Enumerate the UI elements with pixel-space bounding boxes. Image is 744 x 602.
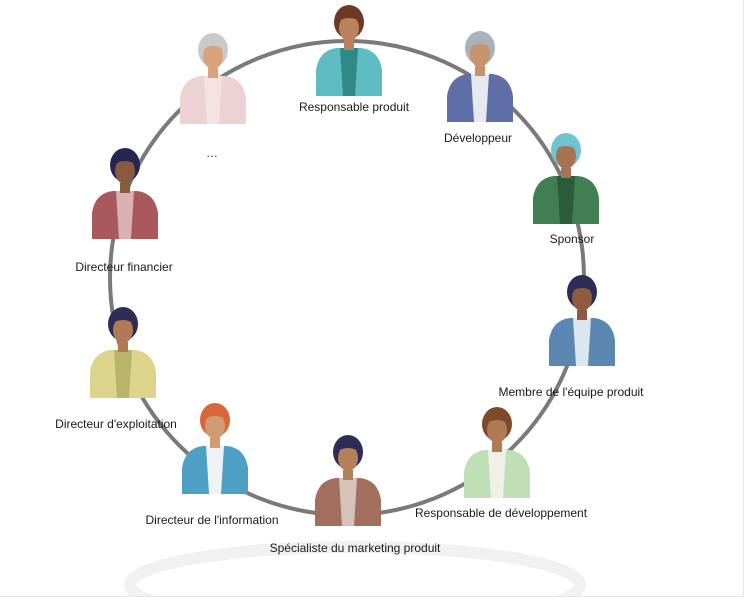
person-hair-top	[337, 12, 361, 22]
person-face	[115, 158, 135, 184]
person-collar	[573, 318, 591, 366]
person-neck	[120, 183, 130, 193]
label-responsable-developpement: Responsable de développement	[414, 506, 588, 520]
person-membre-equipe-produit	[549, 275, 615, 366]
person-specialiste-marketing	[315, 435, 381, 526]
label-directeur-financier: Directeur financier	[75, 260, 173, 274]
person-hair-top	[554, 140, 578, 150]
person-responsable-developpement	[464, 407, 530, 498]
person-directeur-exploitation	[90, 307, 156, 398]
person-neck	[343, 470, 353, 480]
person-neck	[208, 68, 218, 78]
person-collar	[114, 350, 132, 398]
label-autre: …	[206, 146, 218, 160]
label-specialiste-marketing: Spécialiste du marketing produit	[269, 541, 441, 555]
person-face	[339, 15, 359, 41]
person-neck	[475, 66, 485, 76]
person-hair-top	[113, 155, 137, 165]
person-collar	[206, 446, 224, 494]
person-hair-top	[336, 442, 360, 452]
person-collar	[557, 176, 575, 224]
person-directeur-information	[182, 403, 248, 494]
person-sponsor	[533, 133, 599, 224]
person-neck	[118, 342, 128, 352]
person-face	[203, 43, 223, 69]
label-sponsor: Sponsor	[549, 232, 595, 246]
label-directeur-exploitation: Directeur d'exploitation	[55, 417, 177, 431]
person-collar	[340, 48, 358, 96]
label-responsable-produit: Responsable produit	[298, 100, 410, 114]
person-face	[113, 317, 133, 343]
person-face	[487, 417, 507, 443]
floor-shadow	[124, 541, 586, 602]
person-hair-top	[201, 40, 225, 50]
label-directeur-information: Directeur de l'information	[145, 513, 279, 527]
person-face	[470, 41, 490, 67]
person-hair-top	[485, 414, 509, 424]
person-hair-top	[468, 38, 492, 48]
people-layer	[90, 5, 615, 526]
person-hair-top	[203, 410, 227, 420]
person-collar	[339, 478, 357, 526]
label-membre-equipe-produit: Membre de l'équipe produit	[498, 385, 644, 399]
person-responsable-produit	[316, 5, 382, 96]
person-developpeur	[447, 31, 513, 122]
person-neck	[577, 310, 587, 320]
person-face	[572, 285, 592, 311]
person-collar	[116, 191, 134, 239]
person-collar	[471, 74, 489, 122]
person-neck	[344, 40, 354, 50]
person-collar	[204, 76, 222, 124]
person-neck	[492, 442, 502, 452]
person-hair-top	[111, 314, 135, 324]
person-neck	[561, 168, 571, 178]
person-face	[338, 445, 358, 471]
person-autre	[180, 33, 246, 124]
person-neck	[210, 438, 220, 448]
person-directeur-financier	[92, 148, 158, 239]
person-hair-top	[570, 282, 594, 292]
person-collar	[488, 450, 506, 498]
person-face	[205, 413, 225, 439]
label-developpeur: Développeur	[443, 131, 513, 145]
person-face	[556, 143, 576, 169]
